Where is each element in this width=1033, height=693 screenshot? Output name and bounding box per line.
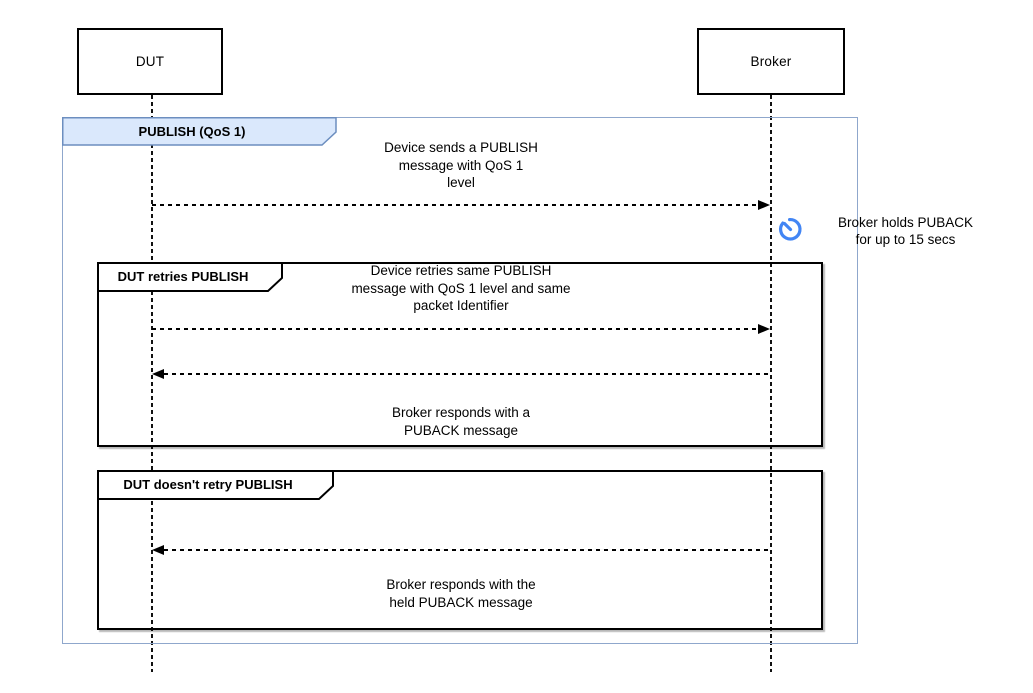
- message-4-text: Broker responds with the held PUBACK mes…: [386, 577, 536, 610]
- frame-publish-qos1-label: PUBLISH (QoS 1): [138, 123, 246, 139]
- message-2-arrow-line: [152, 328, 758, 330]
- frame-publish-qos1-label-shape: [62, 117, 337, 146]
- arrowhead-left-icon: [152, 369, 164, 379]
- message-4-arrow: [152, 545, 771, 555]
- timer-icon: [777, 216, 804, 243]
- actor-label-dut: DUT: [135, 54, 165, 69]
- message-4-arrow-line: [164, 549, 771, 551]
- frame-dut-retries-publish: [97, 262, 823, 447]
- actor-box-dut: DUT: [77, 28, 223, 95]
- message-1-arrow: [152, 200, 770, 210]
- lifeline-dut: [151, 95, 153, 672]
- frame-dut-retries-label-shape: [97, 262, 283, 292]
- frame-dut-doesnt-retry-label: DUT doesn't retry PUBLISH: [123, 477, 293, 492]
- frame-dut-retries-label: DUT retries PUBLISH: [117, 269, 249, 284]
- message-1-text: Device sends a PUBLISH message with QoS …: [384, 140, 538, 190]
- broker-holds-puback-note: Broker holds PUBACK for up to 15 secs: [837, 215, 974, 247]
- message-2-text: Device retries same PUBLISH message with…: [351, 263, 571, 313]
- actor-box-broker: Broker: [697, 28, 845, 95]
- message-3-arrow-line: [164, 373, 771, 375]
- message-2-arrow: [152, 324, 770, 334]
- message-1-arrow-line: [152, 204, 758, 206]
- lifeline-broker: [770, 95, 772, 672]
- frame-publish-qos1: [62, 117, 858, 644]
- frame-dut-doesnt-retry-label-shape: [97, 470, 334, 500]
- message-3-arrow: [152, 369, 771, 379]
- arrowhead-left-icon: [152, 545, 164, 555]
- arrowhead-right-icon: [758, 324, 770, 334]
- arrowhead-right-icon: [758, 200, 770, 210]
- actor-label-broker: Broker: [750, 54, 792, 69]
- message-3-text: Broker responds with a PUBACK message: [391, 405, 531, 438]
- frame-dut-doesnt-retry-publish: [97, 470, 823, 630]
